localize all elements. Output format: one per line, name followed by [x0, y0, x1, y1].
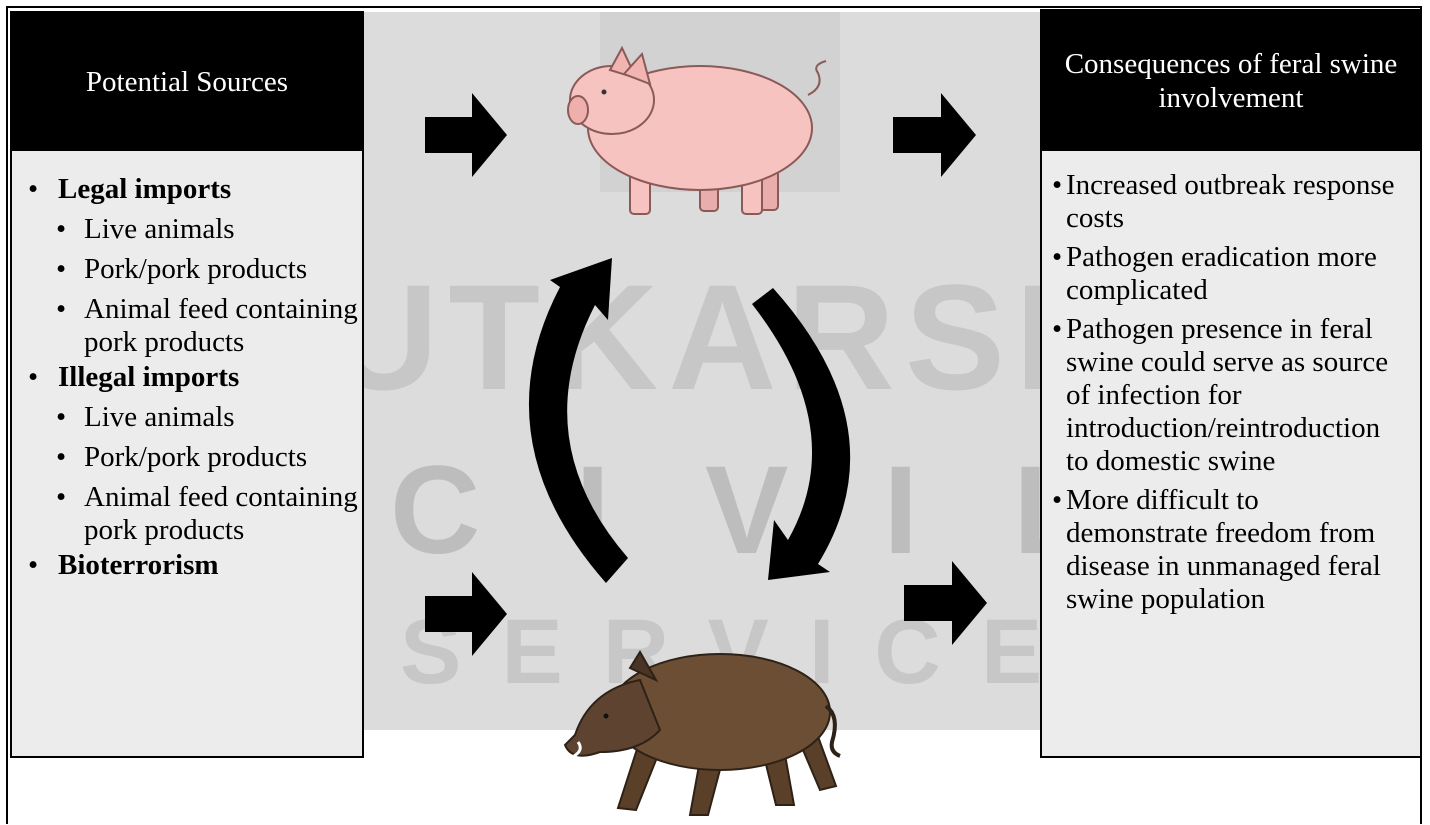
consequences-title: Consequences of feral swine involvement [1042, 11, 1420, 151]
wild-boar-icon [565, 652, 840, 815]
consequence-item: Pathogen presence in feral swine could s… [1052, 313, 1406, 478]
consequence-item: Pathogen eradication more complicated [1052, 241, 1406, 307]
curved-arrow-down [752, 288, 850, 580]
arrow-from-feral [904, 561, 987, 645]
source-legal-imports: Legal imports [12, 173, 362, 206]
consequence-item: More difficult to demonstrate freedom fr… [1052, 484, 1406, 616]
arrow-to-feral [425, 572, 507, 656]
potential-sources-panel: Potential Sources Legal imports Live ani… [10, 11, 364, 758]
arrow-to-domestic [425, 93, 507, 177]
consequences-list: Increased outbreak response costs Pathog… [1042, 151, 1420, 616]
source-illegal-imports: Illegal imports [12, 361, 362, 394]
source-item: Pork/pork products [12, 253, 362, 286]
consequence-item: Increased outbreak response costs [1052, 169, 1406, 235]
sources-list: Legal imports Live animals Pork/pork pro… [12, 151, 362, 582]
source-item: Animal feed containing pork products [12, 293, 362, 359]
potential-sources-title: Potential Sources [12, 13, 362, 151]
source-item: Live animals [12, 213, 362, 246]
source-bioterrorism: Bioterrorism [12, 549, 362, 582]
consequences-panel: Consequences of feral swine involvement … [1040, 9, 1422, 758]
source-item: Animal feed containing pork products [12, 481, 362, 547]
curved-arrow-up [529, 258, 628, 583]
arrow-from-domestic [893, 93, 976, 177]
source-item: Live animals [12, 401, 362, 434]
domestic-pig-icon [568, 48, 826, 214]
source-item: Pork/pork products [12, 441, 362, 474]
